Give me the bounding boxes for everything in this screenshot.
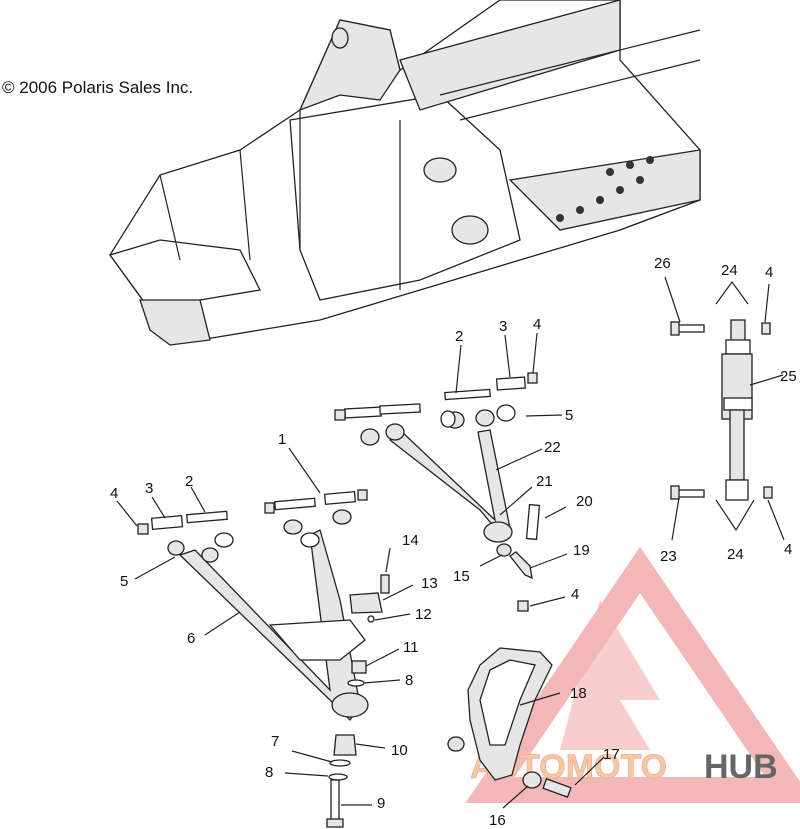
chassis-frame: [108, 0, 701, 346]
watermark-logo: [465, 546, 800, 803]
spindle: [447, 647, 572, 798]
link-hardware: [349, 574, 390, 623]
callout-25: 25: [780, 368, 797, 385]
callout-13: 13: [421, 575, 438, 592]
callout-10: 10: [391, 742, 408, 759]
callout-6: 6: [187, 630, 195, 647]
callout-5: 5: [565, 407, 573, 424]
callout-3: 3: [145, 480, 153, 497]
callout-9: 9: [377, 795, 385, 812]
callout-24: 24: [721, 262, 738, 279]
lower-a-arm: [178, 529, 369, 722]
callout-16: 16: [489, 812, 506, 829]
callouts: 1 2 2 3 3 4 4 4 4 4 5 5 6 7 8 8 9 10 11 …: [110, 255, 797, 829]
callout-4: 4: [533, 316, 541, 333]
callout-26: 26: [654, 255, 671, 272]
callout-21: 21: [536, 473, 553, 490]
callout-24: 24: [727, 546, 744, 563]
copyright-notice: © 2006 Polaris Sales Inc.: [2, 78, 194, 97]
callout-4: 4: [765, 264, 773, 281]
callout-18: 18: [570, 685, 587, 702]
callout-12: 12: [415, 606, 432, 623]
shock-absorber: [670, 280, 773, 532]
callout-1: 1: [278, 431, 286, 448]
callout-23: 23: [660, 548, 677, 565]
upper-bushings: [334, 372, 538, 428]
callout-5: 5: [120, 573, 128, 590]
callout-4: 4: [110, 485, 118, 502]
callout-8: 8: [405, 672, 413, 689]
watermark-text-right: HUB: [704, 748, 778, 786]
callout-8: 8: [265, 764, 273, 781]
callout-7: 7: [271, 733, 279, 750]
spindle-hardware: [326, 660, 367, 828]
callout-22: 22: [544, 439, 561, 456]
callout-4: 4: [784, 541, 792, 558]
tie-rod-hardware: [496, 503, 541, 612]
callout-19: 19: [573, 542, 590, 559]
callout-2: 2: [185, 473, 193, 490]
callout-14: 14: [402, 532, 419, 549]
callout-20: 20: [576, 493, 593, 510]
callout-4: 4: [571, 586, 579, 603]
callout-15: 15: [453, 568, 470, 585]
callout-17: 17: [603, 746, 620, 763]
lower-bushings: [137, 489, 368, 563]
callout-3: 3: [499, 318, 507, 335]
leader-lines: [116, 276, 785, 809]
upper-a-arm: [360, 409, 513, 543]
callout-11: 11: [403, 639, 419, 656]
callout-2: 2: [455, 328, 463, 345]
